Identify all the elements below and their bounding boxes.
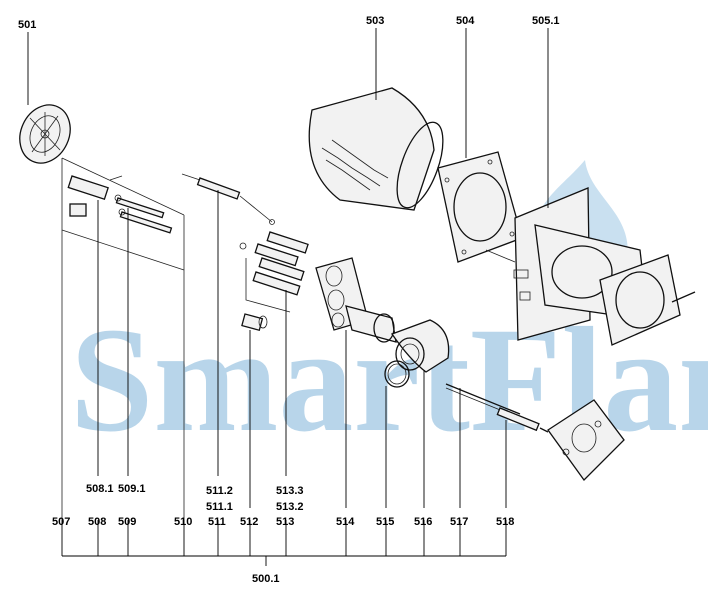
part-504-gasket[interactable] [437, 151, 523, 263]
part-503-combustion-tube[interactable] [308, 87, 452, 213]
part-512-nut[interactable] [241, 313, 268, 332]
label-500-1: 500.1 [252, 573, 280, 585]
part-518-sensor[interactable] [496, 407, 549, 433]
part-501-fan-wheel[interactable] [11, 97, 80, 172]
part-508-ignition-parts[interactable] [67, 175, 123, 217]
label-513-2: 513.2 [276, 501, 304, 513]
label-511-2: 511.2 [206, 485, 233, 497]
label-515: 515 [376, 516, 394, 528]
label-514: 514 [336, 516, 355, 528]
label-513-3: 513.3 [276, 485, 304, 497]
label-518: 518 [496, 516, 514, 528]
part-505-1-burner-housing[interactable] [485, 187, 696, 346]
part-labels: 501 503 504 505.1 507 508.1 508 509.1 50… [18, 15, 560, 585]
label-516: 516 [414, 516, 432, 528]
part-516-elbow[interactable] [390, 319, 450, 373]
label-511: 511 [208, 516, 226, 528]
label-503: 503 [366, 15, 384, 27]
label-507: 507 [52, 516, 70, 528]
label-509: 509 [118, 516, 136, 528]
part-509-electrodes[interactable] [114, 194, 173, 234]
part-514-nozzle-holder[interactable] [315, 257, 397, 343]
part-513-nozzles[interactable] [239, 231, 309, 313]
label-513: 513 [276, 516, 294, 528]
label-510: 510 [174, 516, 192, 528]
label-505-1: 505.1 [532, 15, 560, 27]
label-509-1: 509.1 [118, 483, 146, 495]
label-504: 504 [456, 15, 475, 27]
label-511-1: 511.1 [206, 501, 233, 513]
part-cover-plate[interactable] [547, 399, 625, 482]
label-501: 501 [18, 19, 36, 31]
part-511-ignition-cable[interactable] [181, 173, 275, 225]
label-517: 517 [450, 516, 468, 528]
label-508-1: 508.1 [86, 483, 114, 495]
part-507-group-box[interactable] [61, 157, 185, 520]
leader-lines [27, 28, 549, 566]
label-508: 508 [88, 516, 106, 528]
label-512: 512 [240, 516, 258, 528]
